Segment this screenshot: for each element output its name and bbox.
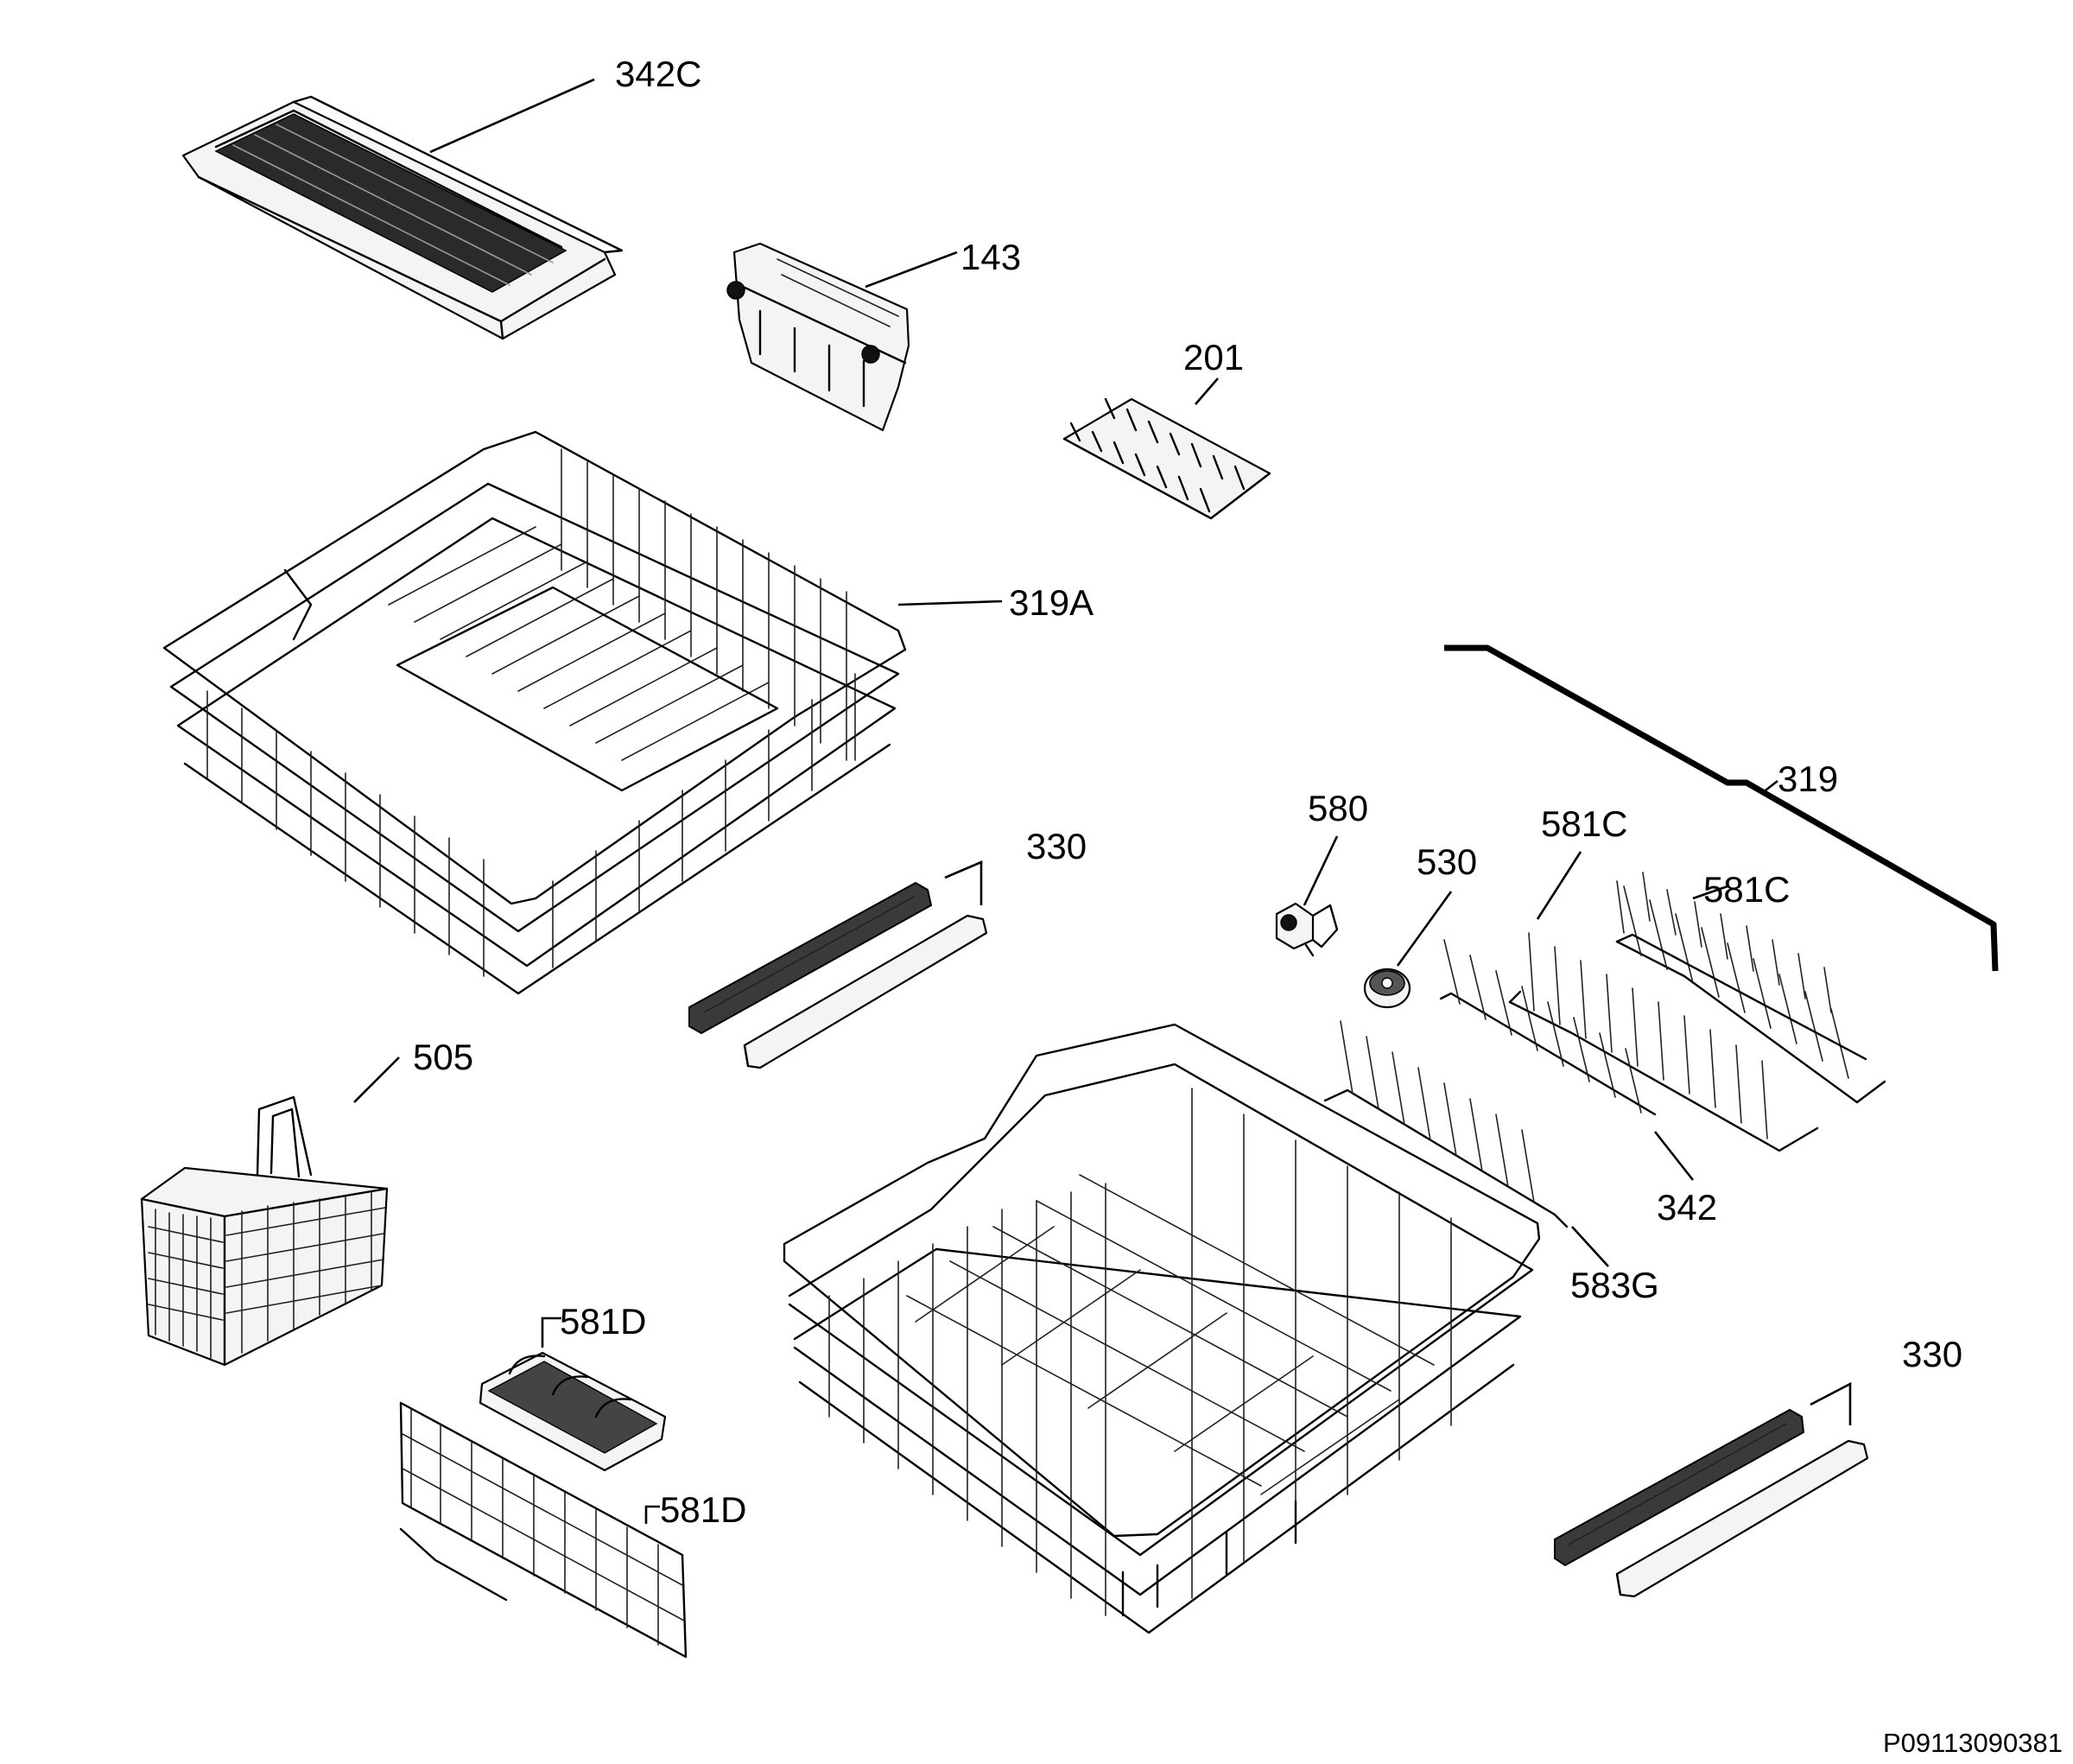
part-319a-upper-basket: [162, 430, 907, 995]
part-143-height-adjuster: [726, 242, 910, 432]
label-581c-left: 581C: [1541, 803, 1627, 844]
label-583g: 581D: [560, 1301, 646, 1342]
callout-505: 581D: [644, 1489, 746, 1530]
label-581c-right: 581C: [1703, 869, 1790, 910]
callout-319a: 319A: [897, 582, 1094, 623]
drawing-code: P09113090381: [1883, 1728, 2063, 1758]
callout-201: 201: [1183, 337, 1244, 405]
callout-581c-right: 581C: [1692, 869, 1790, 910]
label-319a: 319A: [1009, 582, 1094, 623]
label-330-upper: 330: [1026, 826, 1087, 866]
label-143: 143: [960, 237, 1021, 277]
callout-330-upper: 330: [944, 826, 1087, 905]
part-583g-cup-holder: [479, 1351, 667, 1472]
callout-581c-left: 581C: [1536, 803, 1627, 920]
label-530: 530: [1417, 841, 1477, 882]
callout-319: 319: [1761, 758, 1838, 799]
callout-580: 580: [1303, 788, 1368, 906]
part-330-lower-rail: [1554, 1408, 1869, 1598]
part-581c-tine-row-left: [1508, 932, 1819, 1152]
label-330-lower: 330: [1902, 1334, 1962, 1374]
label-581d-right: 342: [1657, 1187, 1717, 1228]
label-201: 201: [1183, 337, 1244, 378]
callout-330-lower: 330: [1810, 1334, 1962, 1425]
label-581d-left: 583G: [1570, 1265, 1659, 1305]
part-581c-tine-row-far: [1615, 872, 1867, 1061]
part-505-fold-rack: [399, 1401, 688, 1659]
callout-143: 143: [865, 237, 1021, 289]
callout-530: 530: [1396, 841, 1477, 967]
part-201-tine-insert: [1062, 397, 1271, 520]
callout-583g: 581D: [541, 1301, 646, 1348]
part-581d-tine-row-front: [1323, 1020, 1569, 1228]
callout-342c: 342C: [429, 54, 701, 154]
part-319-door-strip: [1444, 644, 1999, 972]
lower-basket: [783, 1023, 1541, 1634]
part-530-wheel: [1363, 968, 1411, 1009]
part-330-upper-rail: [688, 881, 988, 1069]
part-581d-tine-row-mid: [1439, 939, 1657, 1116]
part-342c-cutlery-tray: [181, 95, 624, 340]
label-342c: 342C: [615, 54, 701, 94]
part-580-clip: [1275, 902, 1339, 957]
label-505: 581D: [660, 1489, 746, 1530]
callout-342: 505: [353, 1037, 473, 1103]
part-342-cutlery-basket: [140, 1095, 389, 1367]
callout-581d-right: 342: [1653, 1131, 1717, 1228]
callout-581d-left: 583G: [1570, 1226, 1659, 1305]
label-342: 505: [413, 1037, 473, 1077]
label-319: 319: [1778, 758, 1838, 799]
part-581c-tine-row-right: [1615, 885, 1886, 1104]
label-580: 580: [1308, 788, 1368, 828]
